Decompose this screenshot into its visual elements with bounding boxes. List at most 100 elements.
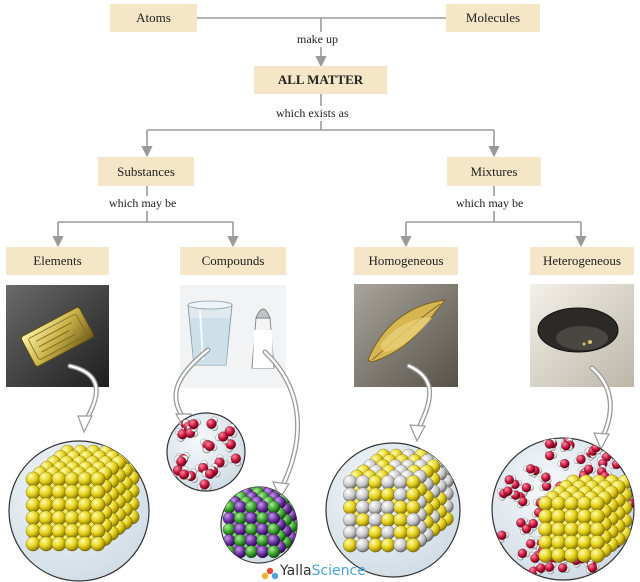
oxygen-atom	[230, 453, 242, 464]
gold-atom	[589, 509, 605, 525]
gold-atom	[77, 536, 93, 552]
chlorine-ion	[256, 534, 270, 548]
oxygen-atom	[535, 563, 546, 573]
gold-atom	[77, 484, 93, 500]
silver-atom	[380, 525, 396, 540]
oxygen-atom	[557, 563, 568, 573]
alloy-atoms-circle	[325, 442, 461, 578]
sodium-ion	[256, 500, 270, 514]
chlorine-ion	[222, 522, 236, 536]
elements-box: Elements	[6, 247, 109, 275]
silver-atom	[342, 512, 358, 528]
sodium-ion	[233, 522, 247, 536]
chlorine-ion	[222, 500, 236, 514]
gold-atom	[405, 525, 421, 540]
sodium-ion	[256, 522, 270, 536]
oxygen-atom	[576, 454, 586, 465]
gold-atom	[51, 523, 67, 539]
silver-atom	[355, 500, 371, 515]
chlorine-ion	[267, 500, 281, 514]
sodium-ion	[222, 511, 236, 525]
gold-atom	[51, 497, 67, 513]
sodium-ion	[222, 534, 236, 548]
gold-atom	[355, 512, 371, 528]
silver-atom	[355, 474, 371, 490]
oxygen-atom	[516, 518, 526, 528]
all-matter-label: ALL MATTER	[277, 72, 364, 87]
gold-atom	[405, 474, 421, 490]
gold-atom	[25, 523, 41, 539]
sodium-ion	[267, 511, 281, 525]
gold-atom	[38, 510, 54, 526]
gold-atom	[25, 497, 41, 513]
gold-atom	[405, 500, 421, 515]
gold-atom	[64, 497, 80, 513]
heterogeneous-label: Heterogeneous	[543, 253, 621, 268]
gold-atom	[538, 535, 554, 550]
gold-atom	[564, 509, 579, 525]
gold-atom	[393, 500, 408, 515]
gold-atom	[38, 523, 54, 539]
oxygen-atom	[544, 562, 555, 572]
yalla-science-logo-icon	[261, 567, 279, 580]
tree-connectors	[52, 17, 587, 248]
make-up-connector: make up	[294, 32, 341, 47]
oxygen-atom	[206, 418, 217, 430]
silver-atom	[355, 537, 371, 553]
chlorine-ion	[244, 545, 258, 559]
gold-atom	[51, 484, 67, 500]
gold-atom	[538, 509, 554, 525]
which-may-be-left-connector: which may be	[106, 196, 180, 211]
gold-atom	[380, 487, 396, 503]
which-exists-as-connector: which exists as	[273, 106, 352, 121]
gold-atom	[342, 537, 358, 553]
gold-atom	[25, 471, 41, 487]
gold-atom	[77, 510, 93, 526]
gold-atom	[564, 535, 579, 550]
heterogeneous-box: Heterogeneous	[530, 247, 634, 275]
gold-atom	[64, 471, 80, 487]
gold-atom	[64, 484, 80, 500]
gold-atom	[51, 536, 67, 552]
gold-atom	[38, 484, 54, 500]
gold-atom	[577, 535, 592, 550]
atoms-box: Atoms	[110, 4, 197, 32]
chlorine-ion	[256, 511, 270, 525]
gold-atom	[393, 525, 408, 540]
gold-atom	[405, 537, 421, 553]
oxygen-atom	[583, 464, 594, 475]
all-matter-box: ALL MATTER	[254, 66, 387, 94]
silver-atom	[355, 487, 371, 503]
silver-atom	[393, 537, 408, 553]
oxygen-atom	[611, 459, 622, 470]
gold-atom	[551, 535, 567, 550]
gold-atom	[64, 523, 80, 539]
oxygen-atom	[525, 538, 536, 549]
gold-atom	[124, 444, 140, 460]
gold-atom	[538, 496, 554, 512]
silver-atom	[405, 512, 421, 528]
homogeneous-label: Homogeneous	[368, 253, 444, 268]
gold-atom	[64, 536, 80, 552]
gold-atom	[589, 522, 605, 537]
gold-atom	[577, 522, 592, 537]
silver-atom	[393, 474, 408, 490]
silver-atom	[368, 512, 383, 528]
sodium-ion	[233, 545, 247, 559]
sodium-ion	[244, 534, 258, 548]
gold-atom	[551, 522, 567, 537]
gold-atom	[393, 512, 408, 528]
gold-atom	[90, 523, 106, 539]
chlorine-ion	[222, 545, 236, 559]
oxygen-atom	[496, 530, 507, 541]
oxygen-atom	[561, 440, 571, 451]
gold-atom	[564, 522, 579, 537]
gold-atom	[90, 484, 106, 500]
chlorine-ion	[244, 500, 258, 514]
sodium-ion	[233, 500, 247, 514]
oxygen-atom	[204, 440, 215, 452]
pointer-arrows-inner	[68, 348, 612, 489]
oxygen-atom	[225, 439, 237, 450]
molecules-box: Molecules	[446, 4, 540, 32]
